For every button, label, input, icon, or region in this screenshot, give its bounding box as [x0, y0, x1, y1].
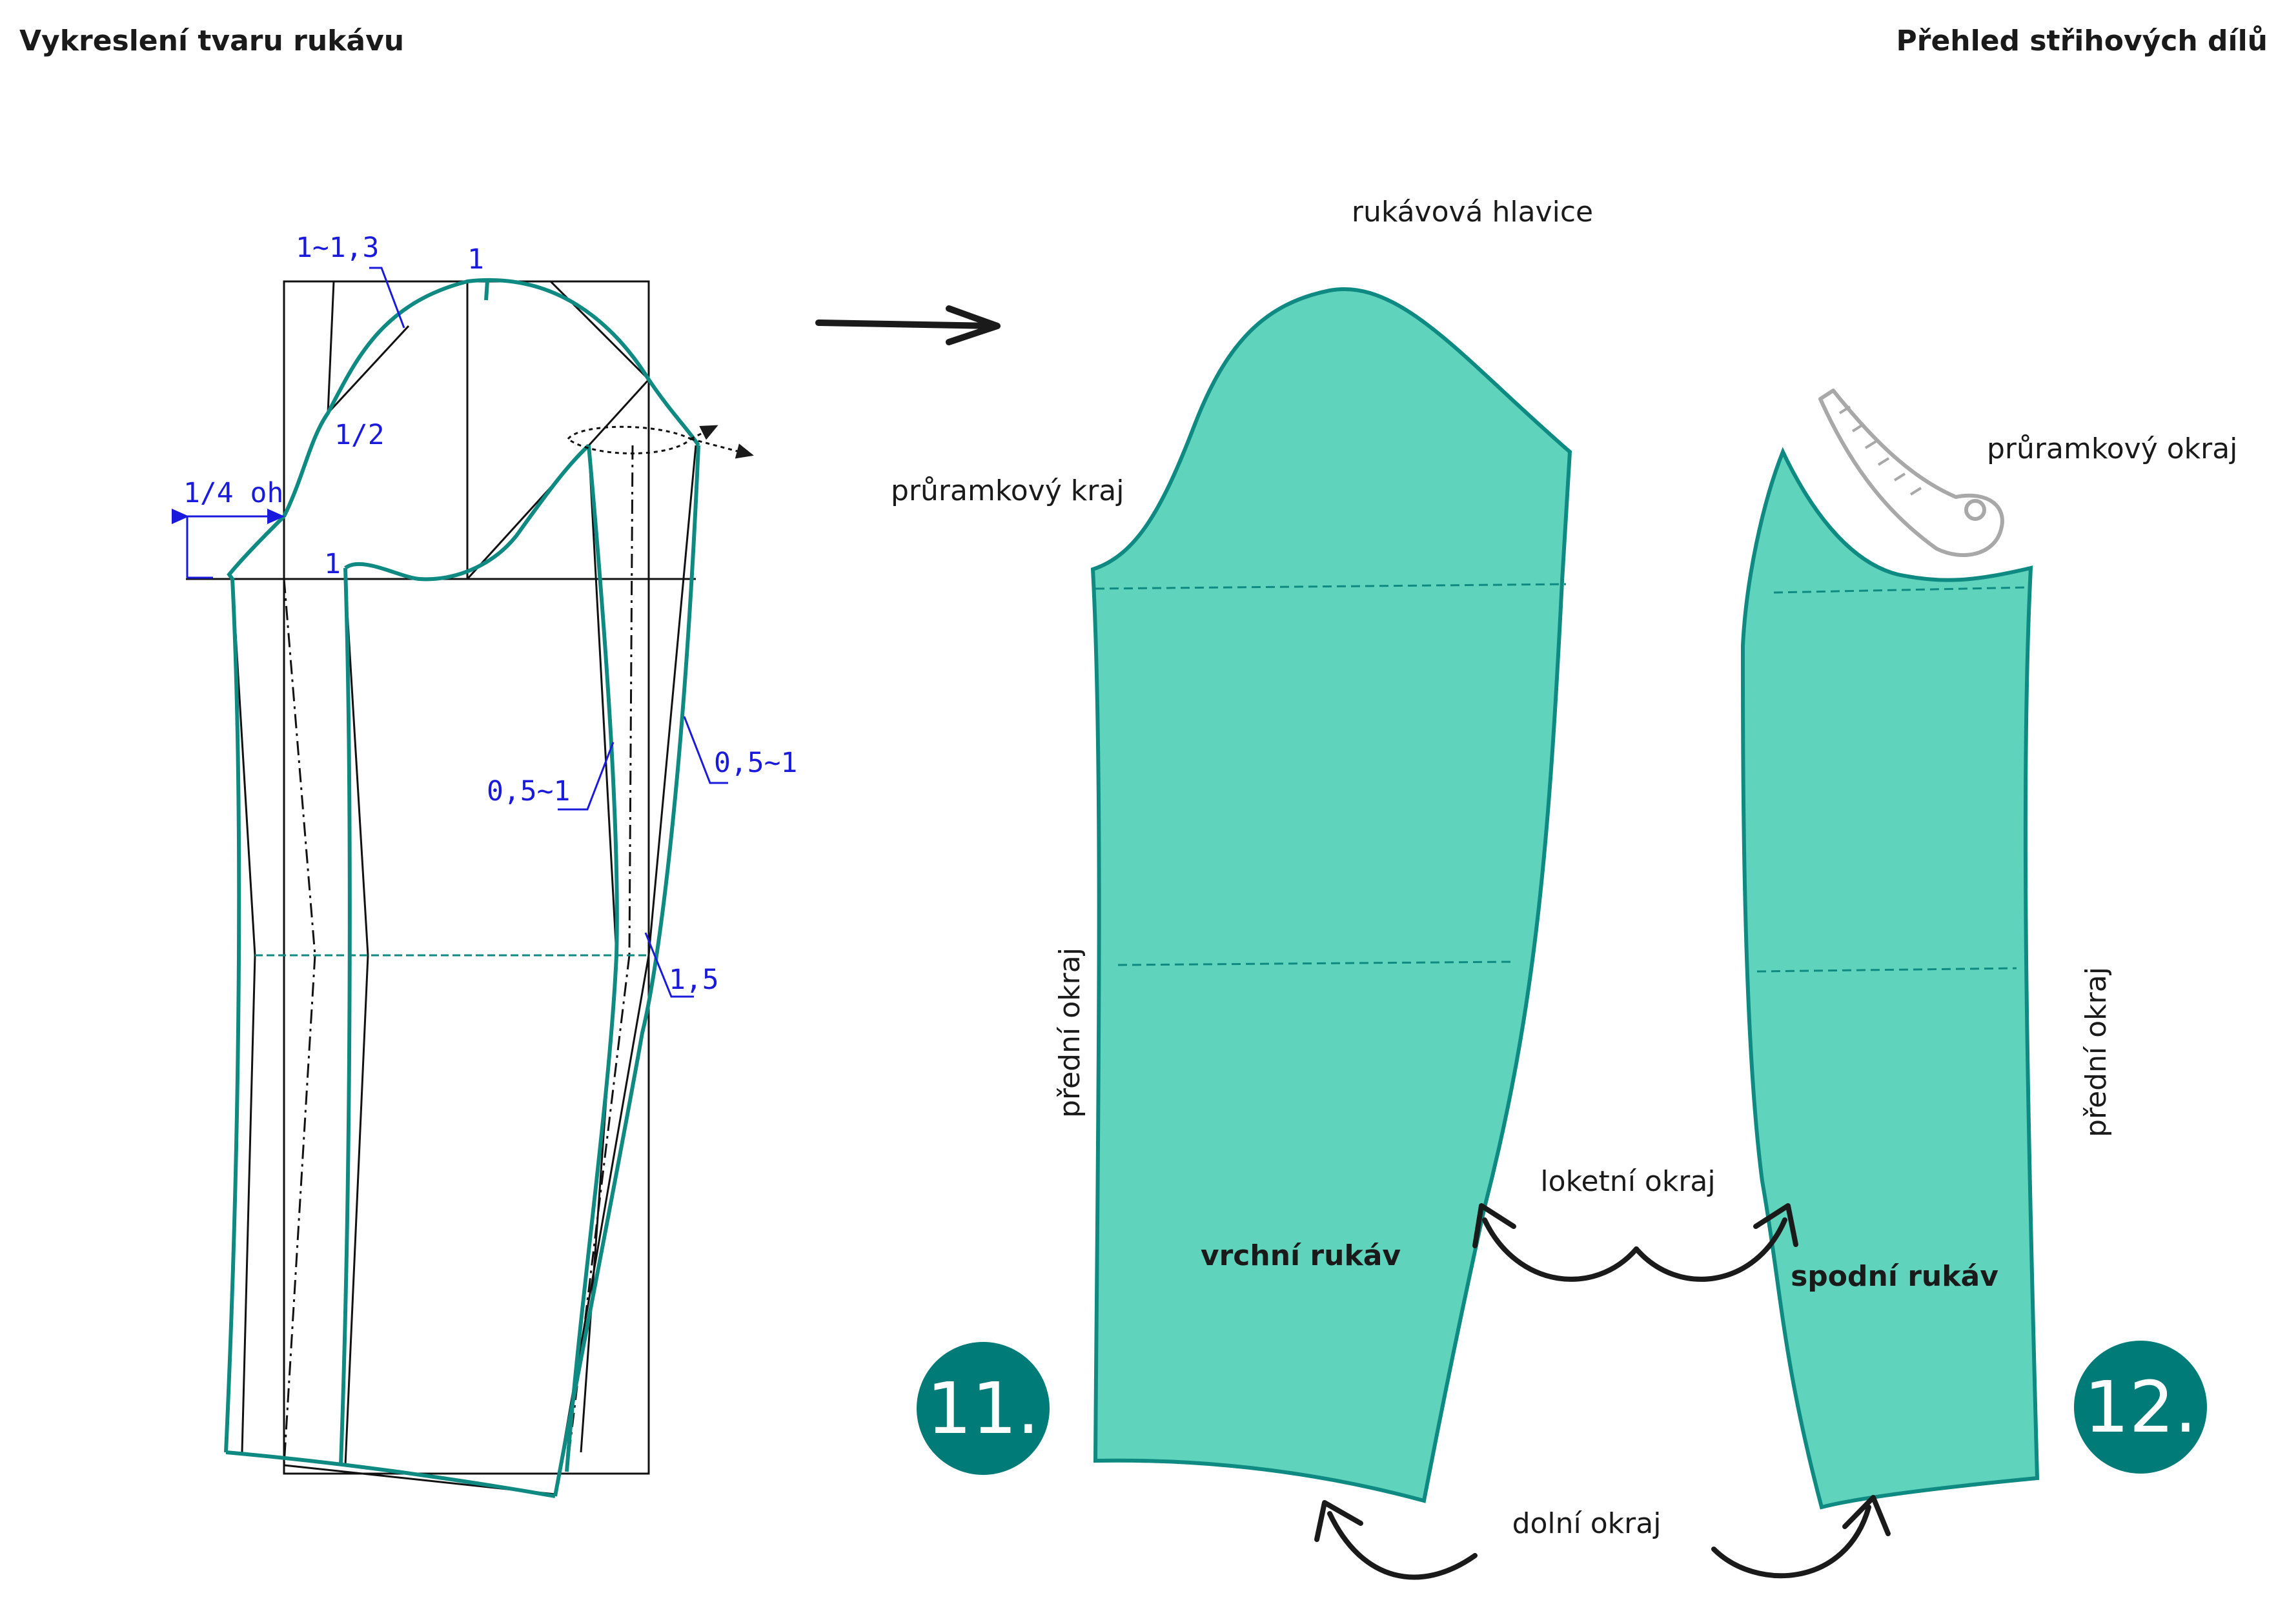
label-sleeve-cap: rukávová hlavice — [1352, 196, 1593, 228]
draft-dash-dot-lines — [283, 445, 634, 1472]
curve-ruler-icon — [1818, 389, 2004, 557]
measure-1-13: 1~1,3 — [296, 232, 379, 264]
label-front-edge-right: přední okraj — [2080, 967, 2113, 1137]
draft-rotation-marks — [566, 425, 754, 459]
measure-quarter-oh: 1/4 oh — [183, 477, 283, 509]
right-arrow-icon — [815, 305, 1001, 345]
measure-05-1-a: 0,5~1 — [487, 775, 570, 807]
under-sleeve-piece — [1740, 447, 2040, 1510]
label-bottom-edge: dolní okraj — [1512, 1507, 1662, 1540]
draft-measure-leaders — [172, 267, 728, 998]
title-sleeve-shaping: Vykreslení tvaru rukávu — [19, 25, 405, 57]
draft-construction-lines — [186, 280, 697, 1496]
measure-05-1-b: 0,5~1 — [714, 747, 797, 779]
label-front-edge-left: přední okraj — [1053, 948, 1086, 1118]
measure-1-left: 1 — [324, 548, 341, 580]
step-badge-11-text: 11. — [927, 1367, 1040, 1450]
label-under-sleeve: spodní rukáv — [1791, 1260, 1998, 1293]
label-armhole-edge-under: průramkový okraj — [1987, 432, 2237, 465]
label-upper-sleeve: vrchní rukáv — [1201, 1239, 1401, 1272]
label-elbow-edge: loketní okraj — [1540, 1165, 1715, 1198]
upper-sleeve-piece — [1090, 287, 1572, 1503]
step-badge-12-text: 12. — [2084, 1366, 2197, 1448]
bottom-arrows-icon — [1314, 1495, 1891, 1580]
measure-half: 1/2 — [334, 419, 385, 451]
measure-15: 1,5 — [669, 964, 719, 996]
elbow-arrows-icon — [1472, 1203, 1798, 1282]
step-badge-11: 11. — [917, 1342, 1050, 1475]
measure-1-top: 1 — [467, 243, 484, 276]
title-pattern-overview: Přehled střihových dílů — [1896, 25, 2268, 57]
draft-teal-outline — [224, 278, 700, 1498]
step-badge-12: 12. — [2074, 1341, 2207, 1474]
piece-dashed-lines — [1095, 583, 2029, 973]
label-armhole-edge-front: průramkový kraj — [891, 474, 1124, 507]
